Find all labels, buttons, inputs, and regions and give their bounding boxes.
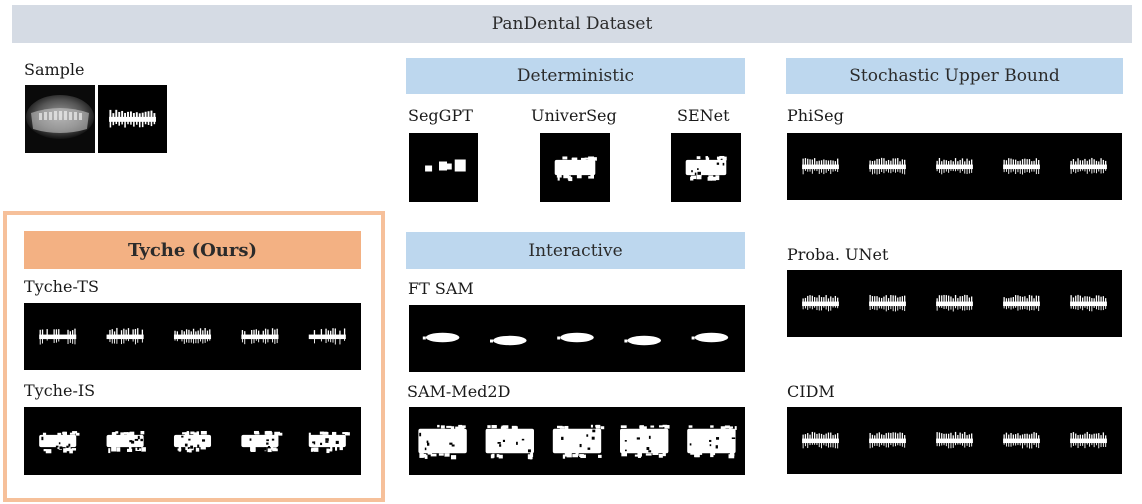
tyche-header-text: Tyche (Ours) [127, 239, 258, 261]
sample-label: Sample [24, 60, 85, 79]
ft-sam-samples-strip [409, 305, 745, 372]
deterministic-header-text: Deterministic [516, 66, 635, 86]
method-label-tyche-ts: Tyche-TS [24, 277, 99, 296]
sample-xray-image [25, 85, 95, 153]
interactive-header-text: Interactive [528, 240, 623, 261]
method-label-proba-unet: Proba. UNet [787, 245, 889, 264]
tyche-ts-samples-strip [24, 303, 361, 370]
interactive-header: Interactive [406, 232, 745, 269]
universeg-mask [540, 133, 610, 202]
method-label-tyche-is: Tyche-IS [24, 381, 96, 400]
sample-mask-image [98, 85, 167, 153]
proba-unet-samples-strip [787, 270, 1122, 337]
method-label-sam-med2d: SAM-Med2D [407, 382, 511, 401]
method-label-seggpt: SegGPT [408, 106, 473, 125]
method-label-senet: SENet [677, 106, 730, 125]
deterministic-header: Deterministic [406, 58, 745, 94]
cidm-samples-strip [787, 407, 1122, 474]
dataset-title-bar: PanDental Dataset [12, 5, 1132, 43]
seggpt-mask [409, 133, 478, 202]
tyche-highlight-box [3, 211, 385, 502]
method-label-cidm: CIDM [787, 382, 835, 401]
tyche-is-samples-strip [24, 407, 361, 475]
senet-mask [671, 133, 741, 202]
stochastic-header: Stochastic Upper Bound [786, 58, 1123, 94]
method-label-ft-sam: FT SAM [408, 279, 474, 298]
sam-med2d-samples-strip [409, 407, 745, 475]
phiseg-samples-strip [787, 133, 1122, 200]
tyche-header: Tyche (Ours) [24, 231, 361, 269]
method-label-universeg: UniverSeg [531, 106, 617, 125]
dataset-title: PanDental Dataset [491, 14, 653, 34]
method-label-phiseg: PhiSeg [787, 106, 844, 125]
stochastic-header-text: Stochastic Upper Bound [849, 66, 1060, 86]
